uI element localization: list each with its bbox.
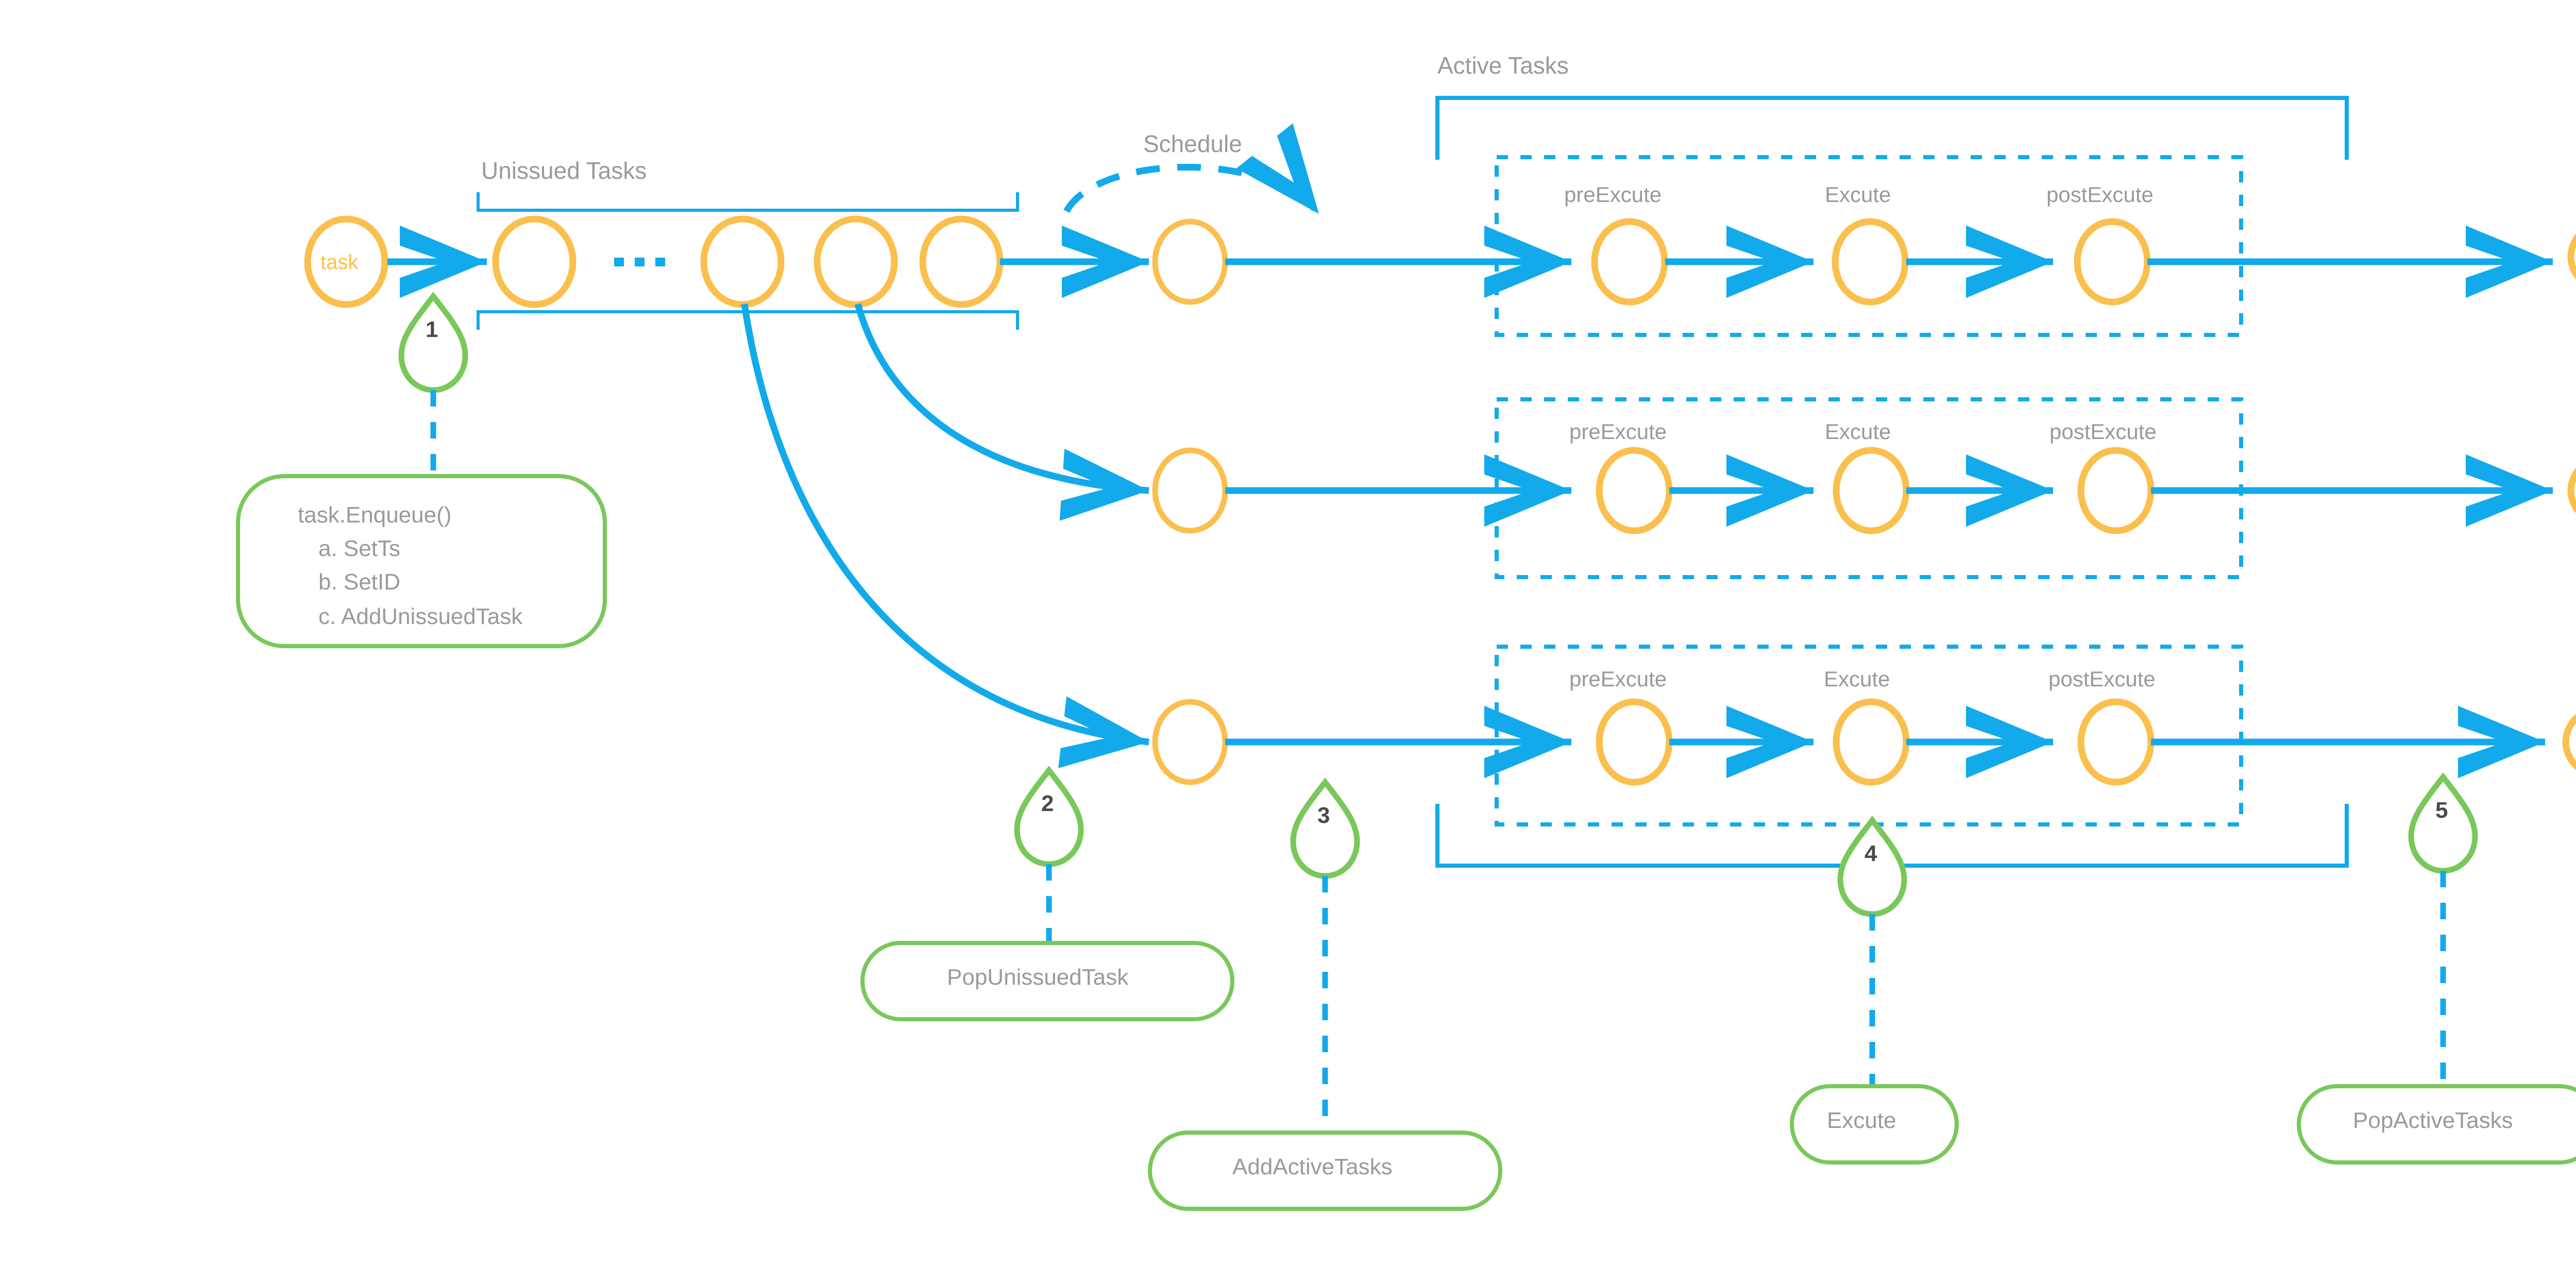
stage-node-postexcute [2077, 447, 2155, 534]
schedule-label: Schedule [1143, 130, 1242, 157]
terminal-node-row3 [2562, 714, 2576, 770]
active-tasks-label: Active Tasks [1437, 52, 1569, 79]
stage-label-preexcute-row2: preExcute [1569, 419, 1667, 444]
schedule-dashed-arc [1063, 123, 1322, 216]
callout-pop-active-label: PopActiveTasks [2353, 1108, 2513, 1133]
scheduler-node-row2 [1152, 447, 1228, 534]
edge-queue-to-row3-curve [741, 303, 1149, 768]
stage-label-excute-row2: Excute [1825, 419, 1891, 444]
stage-label-excute-row1: Excute [1825, 182, 1891, 207]
callout-enqueue-title: task.Enqueue() [298, 502, 452, 528]
marker-number-5: 5 [2435, 798, 2448, 823]
marker-pin-3[interactable] [1290, 778, 1360, 879]
callout-box-pop-active[interactable] [2297, 1084, 2576, 1165]
unissued-tasks-label: Unissued Tasks [481, 157, 647, 184]
stage-label-postexcute-row1: postExcute [2046, 182, 2154, 207]
stage-label-preexcute-row3: preExcute [1569, 667, 1667, 691]
stage-node-excute [1832, 218, 1909, 306]
edge-queue-to-row2-curve [854, 303, 1149, 521]
marker-number-1: 1 [426, 317, 438, 342]
stage-label-postexcute-row3: postExcute [2048, 667, 2156, 691]
terminal-node-row2 [2567, 467, 2576, 514]
stage-node-preexcute [1596, 698, 1673, 786]
scheduler-node-row1 [1152, 218, 1228, 305]
callout-excute-label: Excute [1827, 1108, 1896, 1133]
source-task-node-label: task [320, 251, 359, 274]
pipeline-row-2 [1152, 397, 2576, 579]
unissued-tasks-bracket-top [477, 192, 1019, 212]
stage-node-excute [1833, 698, 1910, 786]
marker-pin-2[interactable] [1014, 766, 1084, 867]
queue-ellipsis-dots [614, 258, 665, 266]
callout-box-excute[interactable] [1790, 1084, 1959, 1165]
callout-enqueue-item-a: a. SetTs [318, 536, 400, 561]
marker-pin-1[interactable] [398, 292, 468, 393]
stage-label-preexcute-row1: preExcute [1564, 182, 1662, 207]
callout-enqueue-item-b: b. SetID [318, 569, 400, 595]
queue-slot-node[interactable] [700, 215, 785, 308]
scheduler-node-row3 [1152, 699, 1228, 785]
pipeline-row-3 [1152, 645, 2576, 826]
callout-box-enqueue[interactable] [236, 474, 607, 648]
marker-number-4: 4 [1865, 841, 1877, 866]
terminal-node-row1 [2567, 233, 2576, 280]
marker-pin-4[interactable] [1837, 816, 1907, 917]
pipeline-row-1 [1152, 155, 2576, 337]
marker-number-2: 2 [1041, 791, 1054, 816]
source-task-node[interactable] [304, 215, 388, 308]
callout-box-add-active[interactable] [1148, 1131, 1502, 1211]
queue-slot-node[interactable] [814, 215, 898, 308]
stage-node-postexcute [2074, 218, 2151, 306]
stage-node-excute [1833, 447, 1910, 534]
marker-pin-5[interactable] [2408, 772, 2478, 874]
queue-slot-node[interactable] [492, 215, 577, 308]
stage-node-postexcute [2077, 698, 2155, 786]
stage-node-preexcute [1591, 218, 1668, 306]
callout-pop-unissued-label: PopUnissuedTask [947, 965, 1129, 990]
marker-number-3: 3 [1317, 803, 1330, 828]
callout-box-pop-unissued[interactable] [860, 941, 1234, 1021]
callout-enqueue-item-c: c. AddUnissuedTask [318, 604, 523, 629]
stage-node-preexcute [1596, 447, 1673, 534]
queue-slot-node[interactable] [919, 215, 1004, 308]
stage-label-postexcute-row2: postExcute [2049, 419, 2157, 444]
stage-label-excute-row3: Excute [1824, 667, 1890, 691]
callout-add-active-label: AddActiveTasks [1232, 1154, 1393, 1179]
